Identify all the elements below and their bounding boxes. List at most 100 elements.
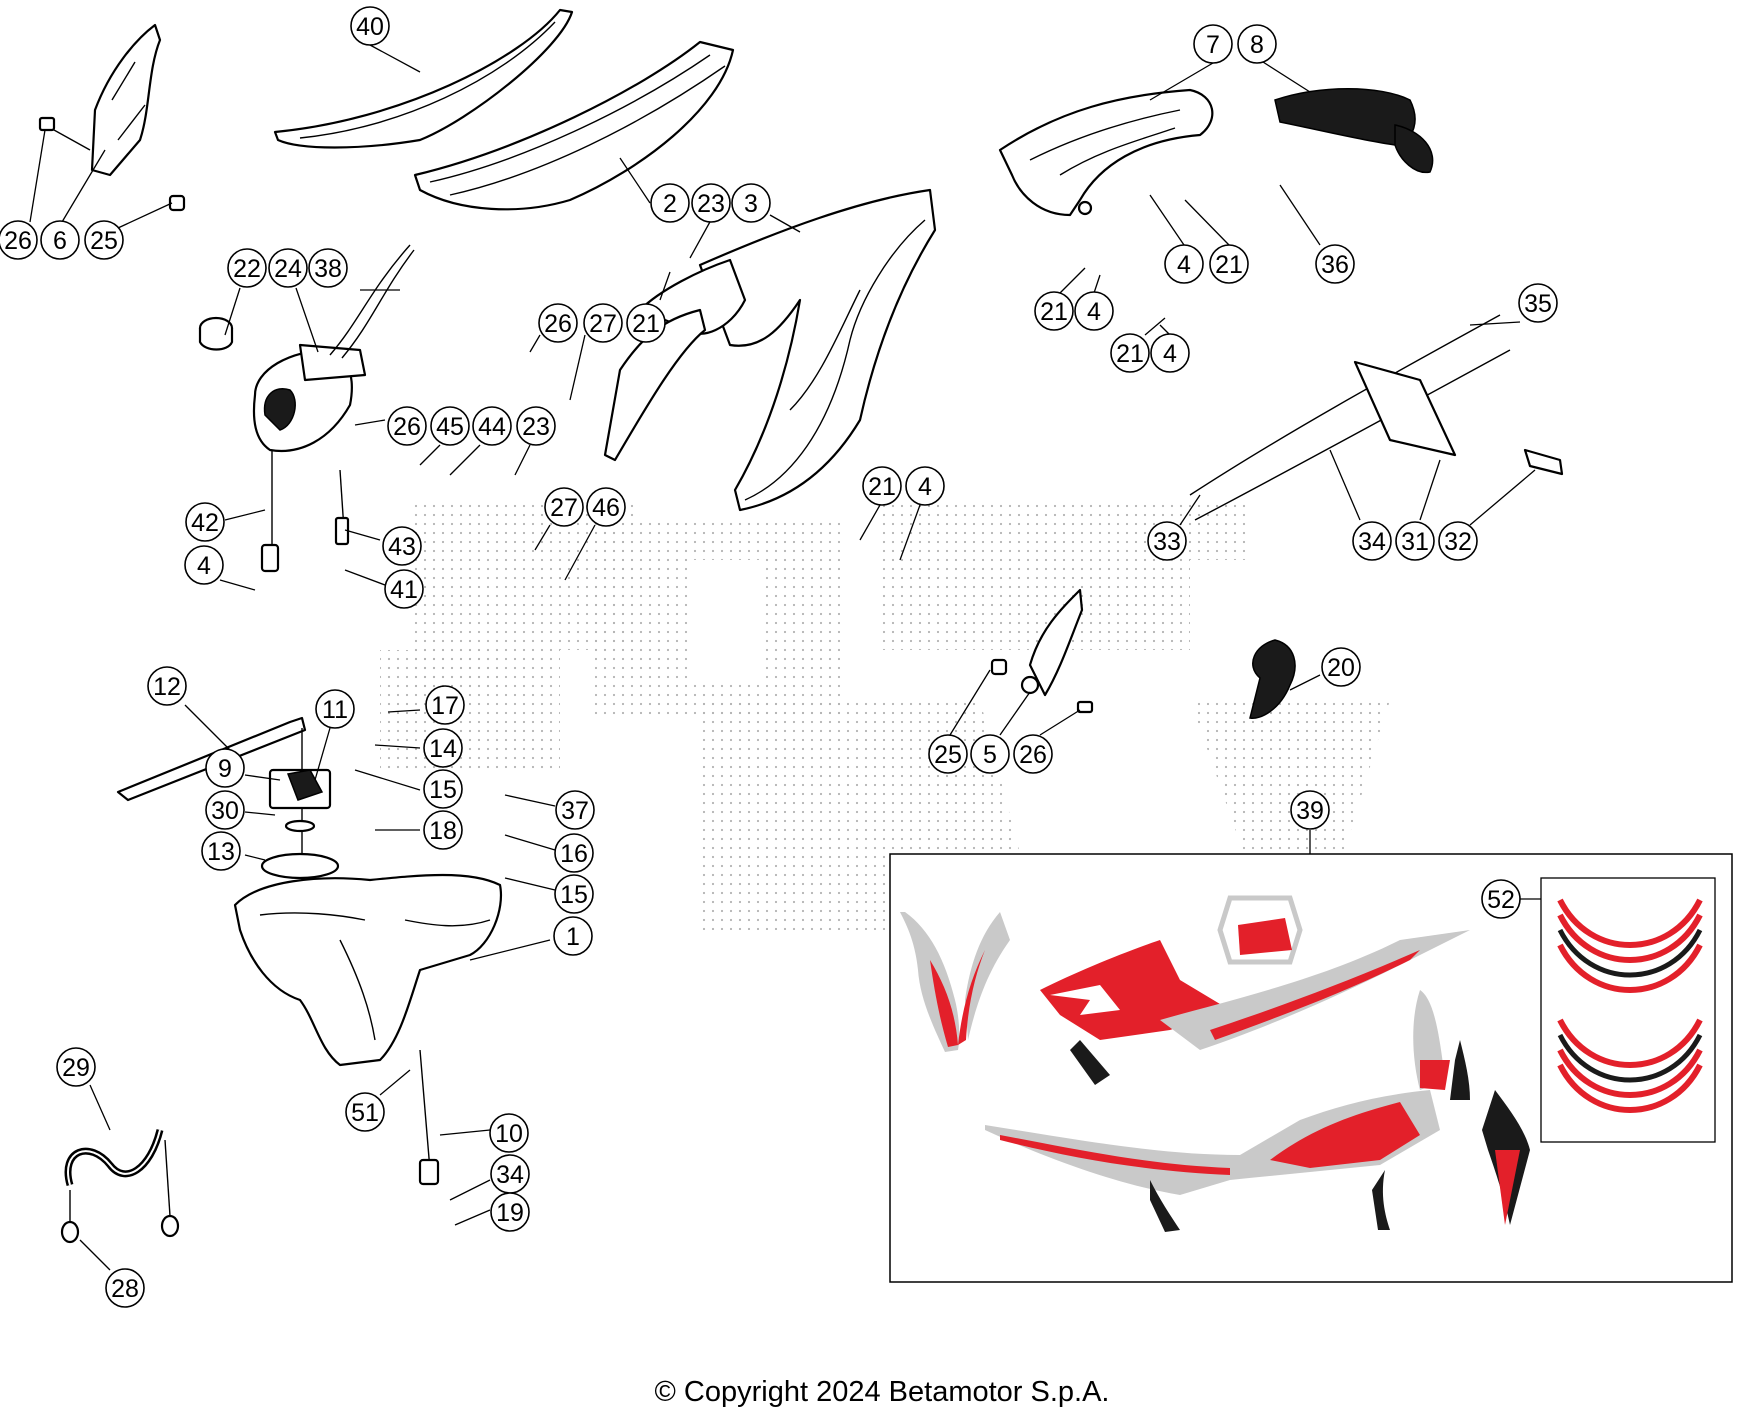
- callout-number: 12: [153, 673, 181, 701]
- seat-parts: [273, 8, 735, 211]
- callout-circle: [554, 833, 594, 873]
- leader-lines: [29, 44, 1541, 1271]
- fuel-pump-assembly: [198, 244, 415, 573]
- callout-number: 9: [218, 755, 232, 783]
- callout-c21c: 21: [1034, 291, 1074, 331]
- callout-number: 14: [429, 735, 457, 763]
- callout-circle: [1110, 333, 1150, 373]
- callout-number: 37: [561, 797, 589, 825]
- callout-number: 4: [1163, 340, 1177, 368]
- callout-number: 40: [356, 13, 384, 41]
- callout-c1: 1: [553, 916, 593, 956]
- leader-line-c4b: [1093, 274, 1101, 294]
- callout-circle: [538, 303, 578, 343]
- leader-line-c42: [224, 509, 266, 521]
- leader-line-c35: [1469, 321, 1521, 326]
- callout-c21a: 21: [626, 303, 666, 343]
- callout-circle: [1315, 244, 1355, 284]
- callout-c9: 9: [205, 748, 245, 788]
- callout-circle: [345, 1092, 385, 1132]
- callout-number: 4: [918, 473, 932, 501]
- callout-c43: 43: [382, 526, 422, 566]
- callout-number: 28: [111, 1275, 139, 1303]
- callout-number: 6: [53, 227, 67, 255]
- callout-circle: [472, 406, 512, 446]
- callout-number: 35: [1524, 290, 1552, 318]
- callout-c52: 52: [1481, 879, 1521, 919]
- callout-c4b: 4: [1074, 291, 1114, 331]
- callout-number: 20: [1327, 654, 1355, 682]
- leader-line-c26c: [354, 419, 386, 426]
- callout-circle: [731, 183, 771, 223]
- leader-line-c36: [1279, 184, 1321, 246]
- callout-circle: [147, 666, 187, 706]
- callout-number: 21: [632, 310, 660, 338]
- callout-number: 31: [1401, 528, 1429, 556]
- leader-line-c13: [244, 854, 266, 861]
- callout-circle: [1034, 291, 1074, 331]
- callout-number: 16: [560, 840, 588, 868]
- callout-number: 21: [1215, 251, 1243, 279]
- leader-line-c4a: [1149, 194, 1185, 246]
- callout-circle: [489, 1113, 529, 1153]
- callout-number: 18: [429, 817, 457, 845]
- callout-c28: 28: [105, 1268, 145, 1308]
- leader-line-c44: [449, 444, 481, 476]
- leader-line-c15b: [504, 877, 556, 891]
- callout-c15b: 15: [554, 874, 594, 914]
- leader-line-c25a: [117, 202, 173, 229]
- callout-number: 21: [1116, 340, 1144, 368]
- leader-line-c43: [344, 529, 381, 541]
- callout-c16: 16: [554, 833, 594, 873]
- leader-line-c33: [1179, 494, 1201, 526]
- callout-number: 7: [1206, 31, 1220, 59]
- callout-circle: [0, 220, 38, 260]
- callout-circle: [1147, 521, 1187, 561]
- leader-line-c1: [469, 939, 551, 961]
- leader-line-c51: [379, 1069, 411, 1096]
- callout-circle: [553, 916, 593, 956]
- callout-c24: 24: [268, 248, 308, 288]
- callout-number: 17: [431, 692, 459, 720]
- callout-circle: [205, 748, 245, 788]
- leader-line-c27b: [534, 524, 551, 551]
- callout-circle: [544, 487, 584, 527]
- callout-c30: 30: [205, 790, 245, 830]
- leader-line-c45: [419, 444, 441, 466]
- leader-line-c14: [374, 744, 421, 749]
- callout-number: 26: [393, 413, 421, 441]
- callout-circle: [105, 1268, 145, 1308]
- callout-c21e: 21: [862, 466, 902, 506]
- callout-c31: 31: [1395, 521, 1435, 561]
- callout-number: 2: [663, 190, 677, 218]
- callout-circle: [554, 874, 594, 914]
- callout-circle: [905, 466, 945, 506]
- leader-line-c21a: [659, 271, 671, 301]
- callout-circle: [1074, 291, 1114, 331]
- callout-circle: [384, 569, 424, 609]
- callout-c22: 22: [227, 248, 267, 288]
- leader-line-c2: [619, 157, 651, 204]
- leader-line-c26a: [29, 129, 46, 223]
- callout-circle: [490, 1192, 530, 1232]
- callout-number: 25: [90, 227, 118, 255]
- callout-number: 4: [197, 552, 211, 580]
- leader-line-c21e: [859, 504, 881, 541]
- leader-line-c21c: [1059, 267, 1086, 294]
- leader-line-c20: [1289, 674, 1321, 691]
- callout-circle: [308, 248, 348, 288]
- callout-number: 42: [191, 509, 219, 537]
- callout-circle: [1518, 283, 1558, 323]
- callout-number: 33: [1153, 528, 1181, 556]
- callout-number: 22: [233, 255, 261, 283]
- callout-number: 21: [868, 473, 896, 501]
- copyright-footer: © Copyright 2024 Betamotor S.p.A.: [654, 1376, 1110, 1408]
- callout-c21b: 21: [1209, 244, 1249, 284]
- callout-circle: [1193, 24, 1233, 64]
- callout-c12: 12: [147, 666, 187, 706]
- callout-c21d: 21: [1110, 333, 1150, 373]
- rear-mount-part-8: [1274, 88, 1434, 174]
- callout-c4d: 4: [905, 466, 945, 506]
- hose-part-29: [60, 1129, 180, 1244]
